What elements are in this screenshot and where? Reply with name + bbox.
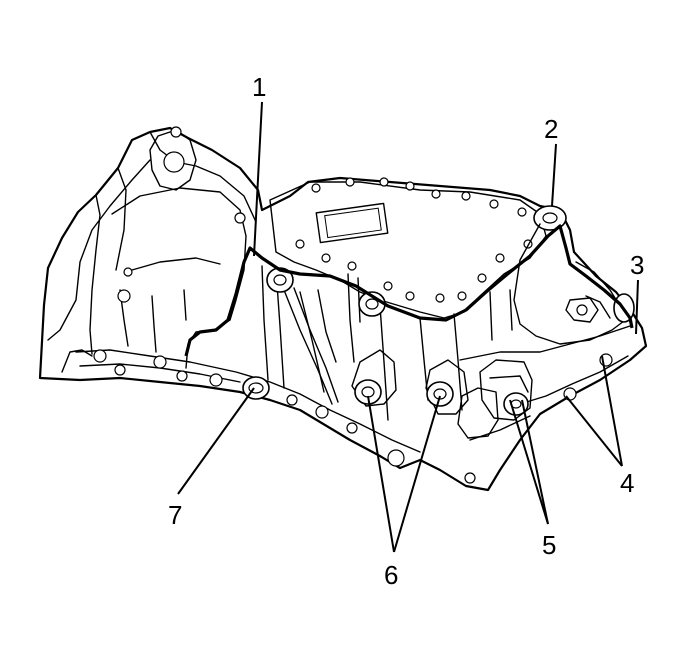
leader-lines: [177, 101, 639, 553]
callout-2: 2: [544, 114, 558, 144]
leader-line-4a: [601, 355, 623, 467]
callout-5: 5: [542, 530, 556, 560]
callout-3: 3: [630, 250, 644, 280]
leader-line-6a: [367, 395, 395, 553]
leader-line-6b: [393, 395, 441, 553]
sealant-bead: [184, 224, 634, 357]
leader-line-7: [177, 387, 255, 495]
leader-line-3: [635, 279, 639, 335]
leader-line-1: [253, 101, 263, 257]
leader-line-5a: [521, 399, 549, 525]
leader-line-4b: [565, 395, 623, 467]
callout-1: 1: [252, 72, 266, 102]
leader-line-2: [551, 143, 557, 207]
callout-labels: 1 2 3 4 5 6 7: [168, 72, 644, 590]
leader-line-5b: [509, 399, 549, 525]
callout-7: 7: [168, 500, 182, 530]
oil-pan-housing: [38, 126, 648, 492]
callout-6: 6: [384, 560, 398, 590]
callout-4: 4: [620, 468, 634, 498]
